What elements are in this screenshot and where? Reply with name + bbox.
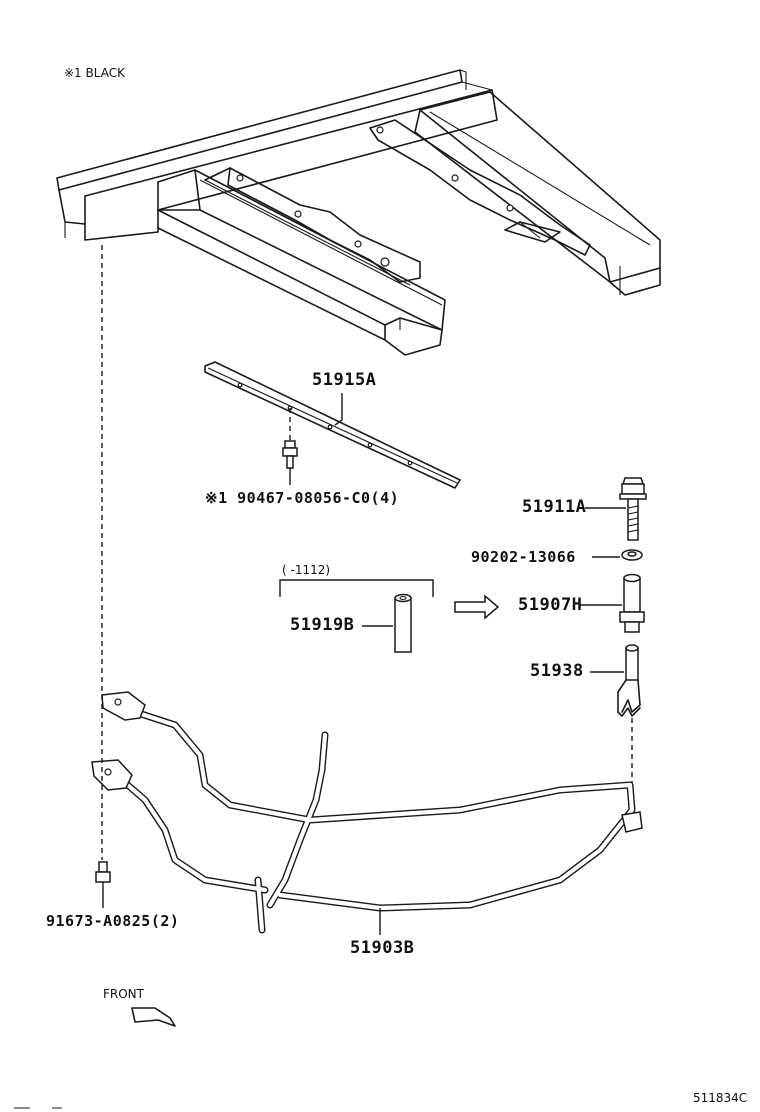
spacer-51907h xyxy=(619,573,645,633)
date-range-bracket xyxy=(279,579,434,597)
spare-tire-carrier-51903b xyxy=(91,691,643,934)
bolt-91673 xyxy=(95,861,111,908)
spacer-51919b xyxy=(394,593,412,653)
part-label-51907h: 51907H xyxy=(518,595,583,615)
color-note: ※1 BLACK xyxy=(64,66,125,80)
frame-crossmember xyxy=(56,69,661,356)
part-label-51911a: 51911A xyxy=(522,497,587,517)
part-label-90467: ※1 90467-08056-C0(4) xyxy=(205,489,400,507)
part-label-91673: 91673-A0825(2) xyxy=(46,912,180,930)
front-label: FRONT xyxy=(103,987,144,1001)
part-label-51915a: 51915A xyxy=(312,370,377,390)
part-label-51938: 51938 xyxy=(530,661,584,681)
leader-51915a xyxy=(334,393,343,426)
screw-90467 xyxy=(282,408,298,485)
bracket-51915a xyxy=(204,361,461,489)
washer-90202 xyxy=(621,549,643,561)
hanger-51938 xyxy=(617,644,641,717)
supersede-arrow-icon xyxy=(454,594,500,620)
front-arrow-icon xyxy=(131,1007,176,1027)
bolt-51911a xyxy=(619,477,647,541)
drawing-id: 511834C xyxy=(693,1091,748,1105)
part-label-51919b: 51919B xyxy=(290,615,355,635)
date-range-label: ( -1112) xyxy=(282,563,331,577)
part-label-51903b: 51903B xyxy=(350,938,415,958)
part-label-90202: 90202-13066 xyxy=(471,548,576,566)
